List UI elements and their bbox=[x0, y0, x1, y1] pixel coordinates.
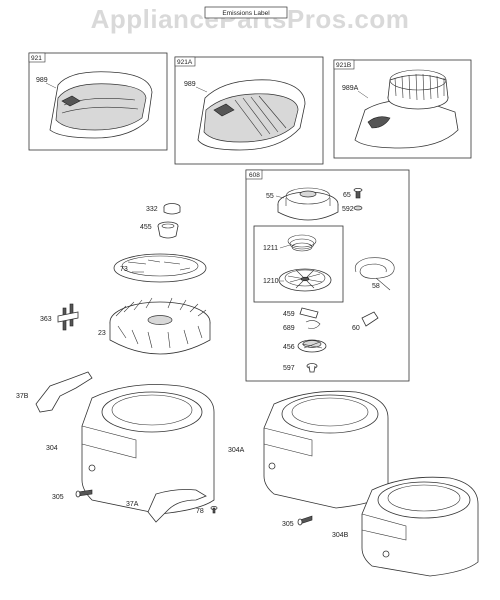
blower-housing-304b bbox=[361, 476, 479, 577]
bolts-363 bbox=[57, 303, 79, 331]
screw-305-b bbox=[297, 515, 313, 526]
air-guide-37a bbox=[147, 489, 207, 523]
part-label-459: 459 bbox=[283, 311, 295, 318]
washer-592 bbox=[353, 205, 363, 211]
box-921-frame bbox=[28, 52, 168, 151]
screw-597 bbox=[306, 363, 318, 373]
part-label-597: 597 bbox=[283, 365, 295, 372]
part-label-989: 989 bbox=[36, 77, 48, 84]
part-label-455: 455 bbox=[140, 224, 152, 231]
part-label-65: 65 bbox=[343, 192, 351, 199]
box-608-frame bbox=[245, 169, 410, 382]
dog-459 bbox=[299, 307, 319, 319]
box-921-label: 921 bbox=[31, 55, 42, 62]
emissions-label-tag bbox=[204, 6, 288, 19]
starter-rope bbox=[287, 234, 317, 252]
spring-clip-689 bbox=[305, 320, 321, 329]
part-label-363: 363 bbox=[40, 316, 52, 323]
box-608-label: 608 bbox=[249, 172, 260, 179]
box-608-inner-frame bbox=[253, 225, 344, 303]
part-label-304a: 304A bbox=[228, 447, 245, 454]
part-label-58: 58 bbox=[372, 283, 380, 290]
air-guide-37b bbox=[35, 371, 93, 413]
box-921b-frame bbox=[333, 59, 472, 159]
part-label-78: 78 bbox=[196, 508, 204, 515]
starter-pulley bbox=[278, 268, 332, 292]
part-label-689: 689 bbox=[283, 325, 295, 332]
part-label-456: 456 bbox=[283, 344, 295, 351]
part-label-305: 305 bbox=[52, 494, 64, 501]
part-label-1211: 1211 bbox=[263, 245, 278, 252]
part-label-37a: 37A bbox=[126, 501, 139, 508]
air-cleaner-cover-921a bbox=[197, 79, 306, 151]
part-label-55: 55 bbox=[266, 193, 274, 200]
nut-332 bbox=[163, 203, 181, 215]
emissions-label-text: Emissions Label bbox=[222, 10, 270, 17]
part-label-305-b: 305 bbox=[282, 521, 294, 528]
screw-78 bbox=[210, 505, 218, 514]
rotating-screen-73 bbox=[113, 253, 207, 283]
starter-housing bbox=[277, 187, 339, 221]
box-921b: 921B 989A bbox=[333, 59, 472, 159]
air-cleaner-cover-921 bbox=[49, 71, 153, 139]
box-608: 608 55 65 592 1211 bbox=[245, 169, 410, 382]
box-921a-frame bbox=[174, 56, 324, 165]
part-label-989a: 989A bbox=[342, 85, 359, 92]
part-label-304: 304 bbox=[46, 445, 58, 452]
part-label-592: 592 bbox=[342, 206, 354, 213]
box-921: 921 989 bbox=[28, 52, 168, 151]
screw-305 bbox=[75, 489, 93, 498]
part-label-989b: 989 bbox=[184, 81, 196, 88]
rewind-spring bbox=[354, 257, 395, 291]
handle-60 bbox=[361, 311, 379, 327]
box-921a-label: 921A bbox=[177, 59, 193, 66]
blower-housing-304a bbox=[263, 390, 389, 509]
part-label-332: 332 bbox=[146, 206, 158, 213]
retainer-456 bbox=[297, 339, 327, 353]
flywheel-23 bbox=[109, 297, 211, 355]
part-label-23: 23 bbox=[98, 330, 106, 337]
part-label-304b: 304B bbox=[332, 532, 349, 539]
part-label-1210: 1210 bbox=[263, 278, 279, 285]
box-921b-label: 921B bbox=[336, 62, 351, 69]
starter-cup-455 bbox=[157, 221, 179, 239]
blower-housing-304 bbox=[81, 384, 215, 515]
part-label-73: 73 bbox=[120, 266, 128, 273]
box-921a: 921A 989 bbox=[174, 56, 324, 165]
part-label-37b: 37B bbox=[16, 393, 29, 400]
screw-65 bbox=[353, 187, 363, 199]
air-cleaner-cover-921b bbox=[354, 69, 459, 149]
part-label-60: 60 bbox=[352, 325, 360, 332]
